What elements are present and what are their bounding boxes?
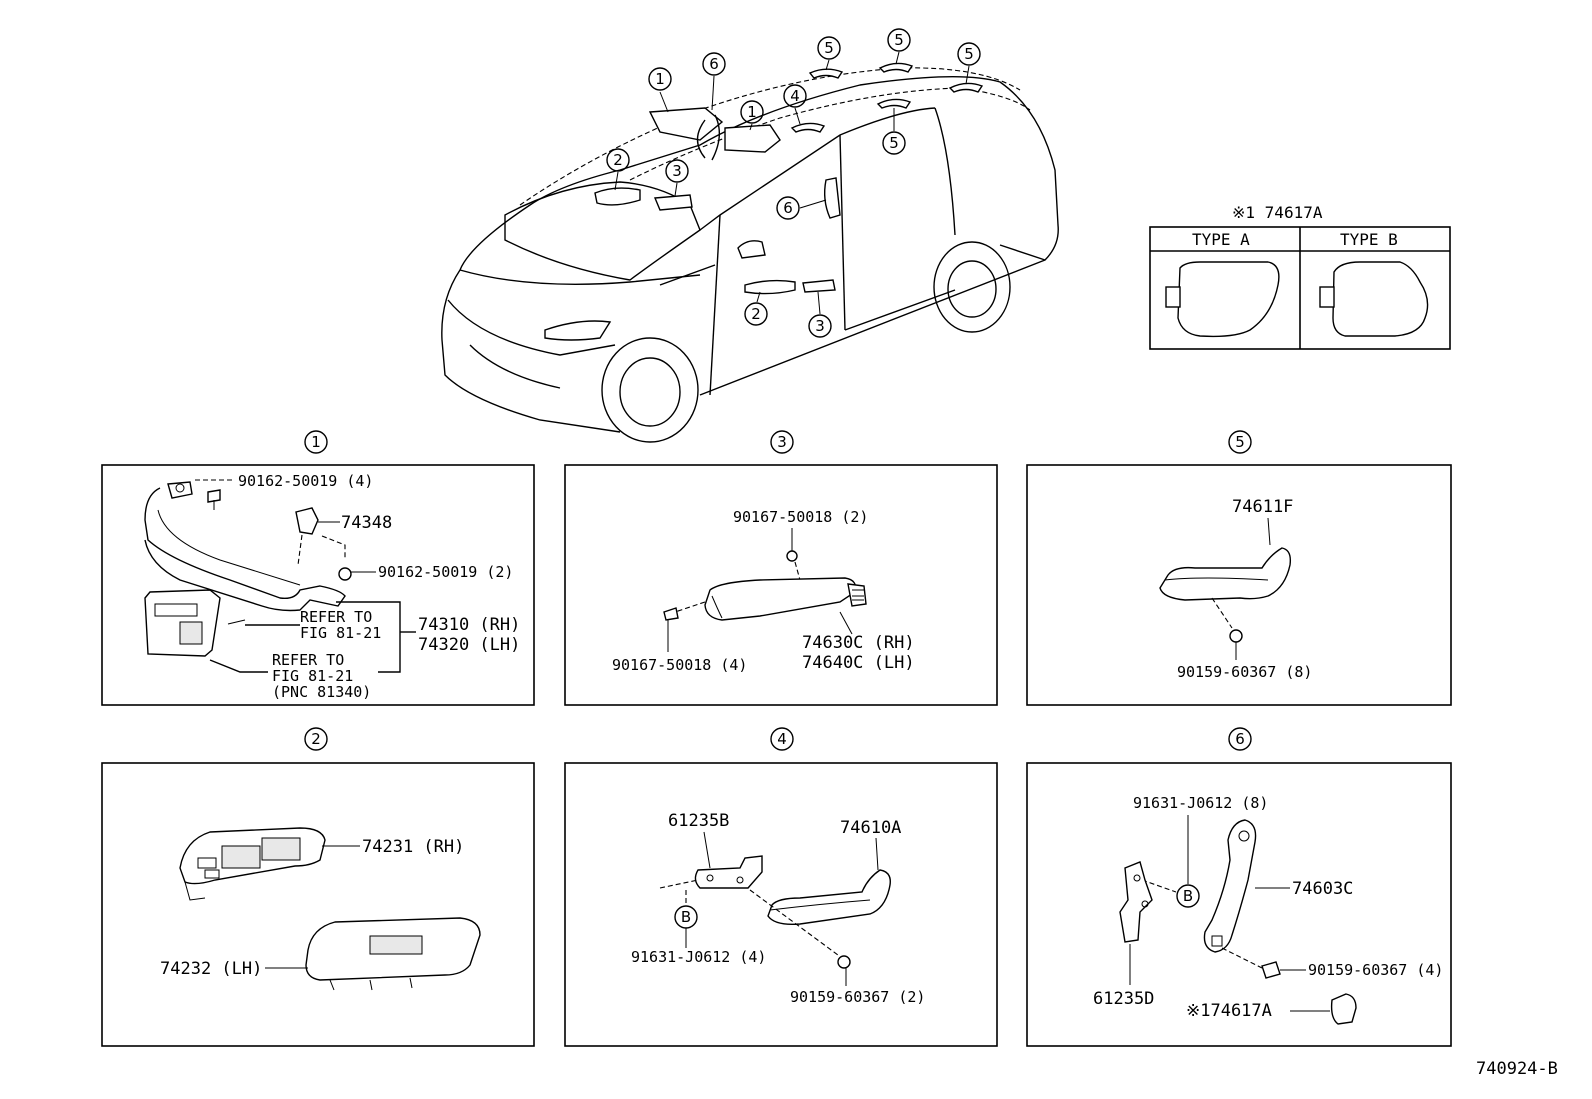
refer-2-line3: (PNC 81340) [272, 683, 371, 701]
visor-sketch-1 [648, 107, 724, 141]
refer-1-line1: REFER TO [300, 608, 372, 626]
svg-text:6: 6 [783, 199, 793, 217]
sun-visor [144, 487, 346, 612]
label-90159-60367-2: 90159-60367 (2) [790, 988, 925, 1006]
panel6-number: 6 [1235, 730, 1245, 748]
label-90162-50019-4: 90162-50019 (4) [238, 472, 373, 490]
cover-type-a [1177, 261, 1280, 338]
label-90167-50018-4: 90167-50018 (4) [612, 656, 747, 674]
panel4-number: 4 [777, 730, 787, 748]
label-61235b: 61235B [668, 811, 729, 831]
grip-sketch-roof-1 [808, 68, 844, 79]
grip-74611f [1159, 547, 1292, 601]
label-90167-50018-2: 90167-50018 (2) [733, 508, 868, 526]
refer-2-line2: FIG 81-21 [272, 667, 353, 685]
clip-callout-b: B [681, 908, 691, 926]
bracket-61235d [1119, 861, 1153, 943]
label-74640c-lh: 74640C (LH) [802, 653, 915, 673]
panel-assist-grip-roof: 74611F 90159-60367 (8) [1026, 464, 1452, 706]
panel-switch-base: 74231 (RH) 74232 (LH) [101, 762, 535, 1047]
label-74611f: 74611F [1232, 497, 1293, 517]
switch-sketch-side [744, 279, 796, 295]
label-74231-rh: 74231 (RH) [362, 837, 464, 857]
armrest-sketch-side [802, 279, 836, 293]
svg-text:4: 4 [790, 87, 800, 105]
svg-text:2: 2 [751, 305, 761, 323]
grip-74603c [1203, 819, 1257, 953]
cover-type-b [1332, 261, 1429, 337]
label-74232-lh: 74232 (LH) [160, 959, 262, 979]
label-90162-50019-2: 90162-50019 (2) [378, 563, 513, 581]
type-inset: ※1 74617A TYPE A TYPE B [1149, 203, 1451, 350]
svg-text:5: 5 [824, 39, 834, 57]
svg-text:1: 1 [747, 103, 757, 121]
bracket-61235b [694, 855, 763, 889]
refer-1-line2: FIG 81-21 [300, 624, 381, 642]
panel-grip-bracket-4: 61235B B 91631-J0612 (4) 74610A 90159-60… [564, 762, 998, 1047]
label-91631-j0612-4: 91631-J0612 (4) [631, 948, 766, 966]
label-74630c-rh: 74630C (RH) [802, 633, 915, 653]
label-74320-lh: 74320 (LH) [418, 635, 520, 655]
visor-sketch-2 [724, 124, 781, 153]
label-74310-rh: 74310 (RH) [418, 615, 520, 635]
panel-sun-visor: 90162-50019 (4) 74348 90162-50019 (2) RE… [101, 464, 535, 706]
grip-sketch-roof-2 [878, 62, 914, 73]
van-callouts: 1 6 1 2 3 4 5 5 5 5 6 2 3 [606, 28, 981, 338]
label-74617a: ※174617A [1186, 1001, 1272, 1021]
panel5-number: 5 [1235, 433, 1245, 451]
armrest-sketch-front [653, 194, 693, 211]
figure-id: 740924-B [1476, 1059, 1558, 1079]
svg-text:5: 5 [964, 45, 974, 63]
label-90159-60367-8: 90159-60367 (8) [1177, 663, 1312, 681]
grip-sketch-roof-5 [876, 98, 912, 109]
panel-grip-bracket-6: 91631-J0612 (8) B 61235D 74603C 90159-60… [1026, 762, 1452, 1047]
grip-sketch-roof-4 [790, 122, 826, 133]
svg-text:3: 3 [815, 317, 825, 335]
svg-text:1: 1 [655, 70, 665, 88]
svg-text:2: 2 [613, 151, 623, 169]
grip-74610a [767, 869, 891, 926]
visor-mount [167, 481, 193, 499]
refer-2-line1: REFER TO [272, 651, 344, 669]
clip-callout-b-6: B [1183, 887, 1193, 905]
switch-sketch-front [594, 187, 641, 206]
cover-74617a [1330, 993, 1357, 1025]
panel1-number: 1 [311, 433, 321, 451]
panel2-number: 2 [311, 730, 321, 748]
label-91631-j0612-8: 91631-J0612 (8) [1133, 794, 1268, 812]
van-illustration [441, 62, 1059, 443]
armrest-74630c [704, 577, 857, 621]
svg-text:6: 6 [709, 55, 719, 73]
panel3-number: 3 [777, 433, 787, 451]
inset-title: ※1 74617A [1232, 203, 1323, 222]
svg-text:5: 5 [894, 31, 904, 49]
grip-sketch-roof-3 [948, 82, 984, 93]
label-61235d: 61235D [1093, 989, 1154, 1009]
type-a-label: TYPE A [1192, 230, 1250, 249]
label-90159-60367-4: 90159-60367 (4) [1308, 961, 1443, 979]
bracket-74348 [295, 507, 319, 535]
label-74603c: 74603C [1292, 879, 1353, 899]
grip-sketch-side [823, 177, 841, 219]
svg-text:3: 3 [672, 162, 682, 180]
svg-text:5: 5 [889, 134, 899, 152]
panel-armrest: 90167-50018 (2) 90167-50018 (4) 74630C (… [564, 464, 998, 706]
label-74348: 74348 [341, 513, 392, 533]
type-b-label: TYPE B [1340, 230, 1398, 249]
label-74610a: 74610A [840, 818, 901, 838]
